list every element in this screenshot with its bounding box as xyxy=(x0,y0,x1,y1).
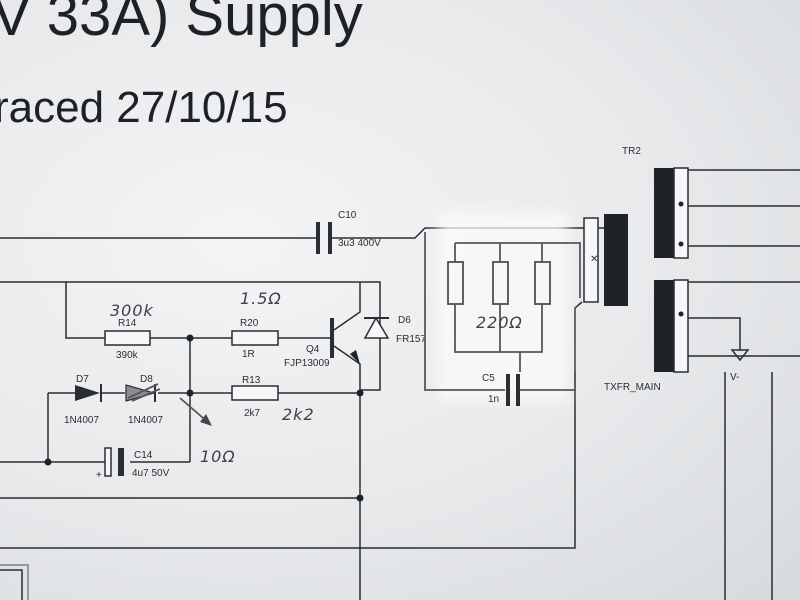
diode-d7: D7 1N4007 xyxy=(64,374,102,426)
resistor-r14: R14 390k 300k xyxy=(104,301,154,361)
r13-value: 2k7 xyxy=(244,408,261,419)
snubber-network: 220Ω xyxy=(424,212,581,402)
title-line2: raced 27/10/15 xyxy=(0,83,288,132)
capacitor-c5: C5 1n xyxy=(482,373,520,406)
d7-ref: D7 xyxy=(76,374,89,385)
diode-d8: D8 1N4007 10Ω xyxy=(125,374,236,466)
c14-ref: C14 xyxy=(134,450,153,461)
d8-ref: D8 xyxy=(140,374,153,385)
c14-value: 4u7 50V xyxy=(132,468,170,479)
c14-polarity: + xyxy=(96,470,102,481)
r14-ref: R14 xyxy=(118,318,137,329)
r20-value: 1R xyxy=(242,349,255,360)
d8-handwritten: 10Ω xyxy=(200,447,236,466)
d7-part: 1N4007 xyxy=(64,415,99,426)
r14-value: 390k xyxy=(116,350,139,361)
svg-text:✕: ✕ xyxy=(590,254,598,265)
transformer-tr2: ✕ TR2 TXFR_MAIN V- xyxy=(583,146,800,600)
q4-ref: Q4 xyxy=(306,344,320,355)
r20-handwritten: 1.5Ω xyxy=(240,289,282,308)
d6-part: FR157 xyxy=(396,334,426,345)
resistor-r20: R20 1R 1.5Ω xyxy=(231,289,282,360)
tr2-name: TXFR_MAIN xyxy=(604,382,661,393)
transistor-q4: Q4 FJP13009 xyxy=(284,282,361,380)
r13-ref: R13 xyxy=(242,375,261,386)
r20-ref: R20 xyxy=(240,318,259,329)
junction-dots xyxy=(44,334,364,502)
capacitor-c10: C10 3u3 400V xyxy=(316,210,381,254)
r13-handwritten: 2k2 xyxy=(282,405,315,424)
c5-value: 1n xyxy=(488,394,499,405)
d8-part: 1N4007 xyxy=(128,415,163,426)
c5-ref: C5 xyxy=(482,373,495,384)
c10-value: 3u3 400V xyxy=(338,238,381,249)
ground-vminus: V- xyxy=(730,372,739,383)
d6-ref: D6 xyxy=(398,315,411,326)
tr2-ref: TR2 xyxy=(622,146,641,157)
c10-ref: C10 xyxy=(338,210,357,221)
diode-d6: D6 FR157 xyxy=(363,315,426,345)
q4-part: FJP13009 xyxy=(284,358,330,369)
snubber-handwritten: 220Ω xyxy=(476,313,523,332)
capacitor-c14: + C14 4u7 50V xyxy=(96,447,170,481)
r14-handwritten: 300k xyxy=(110,301,154,320)
resistor-r13: R13 2k7 2k2 xyxy=(231,375,315,424)
title-line1: V 33A) Supply xyxy=(0,0,363,48)
